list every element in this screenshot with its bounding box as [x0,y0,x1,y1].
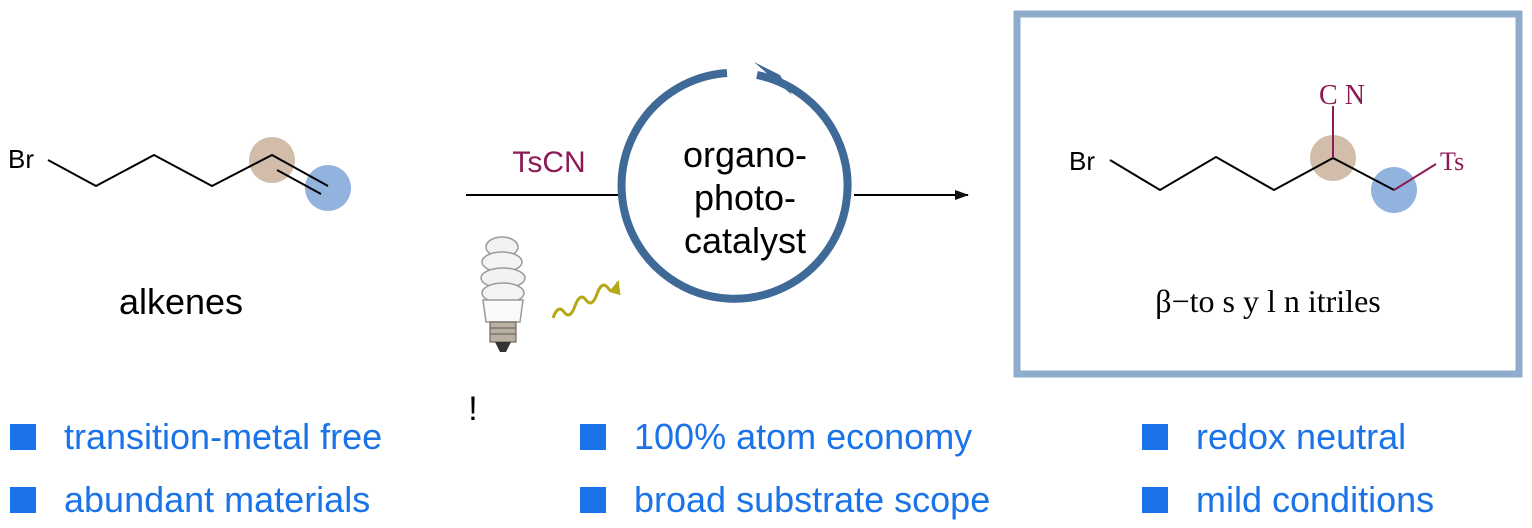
feature-item-abundant-materials: abundant materials [10,479,370,521]
feature-item-redox-neutral: redox neutral [1142,416,1406,458]
lightbulb-icon [480,236,526,352]
bullet-square-icon [10,424,36,450]
bullet-square-icon [10,487,36,513]
reactant-brown-highlight [249,137,295,183]
catalyst-line-1: organo- [683,134,807,175]
feature-label: broad substrate scope [634,479,991,520]
product-molecule: Br C N Ts β−to s y l n itriles [1069,80,1464,319]
reaction-conditions: TsCN organo- photo- catalyst [466,62,969,303]
product-caption: β−to s y l n itriles [1155,283,1380,319]
catalyst-line-3: catalyst [684,220,806,261]
reactant-chain-bonds [47,153,329,188]
catalyst-line-2: photo- [694,177,796,218]
product-ts-bond [1393,163,1437,191]
bullet-square-icon [580,424,606,450]
product-ts-label: Ts [1440,147,1464,176]
feature-item-mild-conditions: mild conditions [1142,479,1434,521]
reactant-blue-highlight [305,165,351,211]
bullet-square-icon [1142,424,1168,450]
feature-item-transition-metal-free: transition-metal free [10,416,382,458]
reactant-br-label: Br [8,144,34,174]
product-cn-label: C N [1319,80,1365,111]
reactant-double-bond [276,169,322,195]
feature-label: redox neutral [1196,416,1407,457]
feature-label: mild conditions [1196,479,1435,520]
reactant-alkene: Br alkenes [8,137,351,322]
feature-label: 100% atom economy [634,416,973,457]
light-wave-arrow [551,280,621,319]
cycle-arrowhead [754,62,792,95]
feature-label: transition-metal free [64,416,383,457]
product-chain-bonds [1109,155,1395,192]
catalytic-cycle-arrow [617,69,852,303]
reagent-label: TsCN [512,146,585,179]
product-box [1013,10,1523,378]
product-br-label: Br [1069,146,1095,176]
reactant-caption: alkenes [119,281,243,322]
light-note: ! [468,390,477,428]
bullet-square-icon [1142,487,1168,513]
feature-item-broad-scope: broad substrate scope [580,479,990,521]
feature-label: abundant materials [64,479,371,520]
bullet-square-icon [580,487,606,513]
feature-item-atom-economy: 100% atom economy [580,416,972,458]
